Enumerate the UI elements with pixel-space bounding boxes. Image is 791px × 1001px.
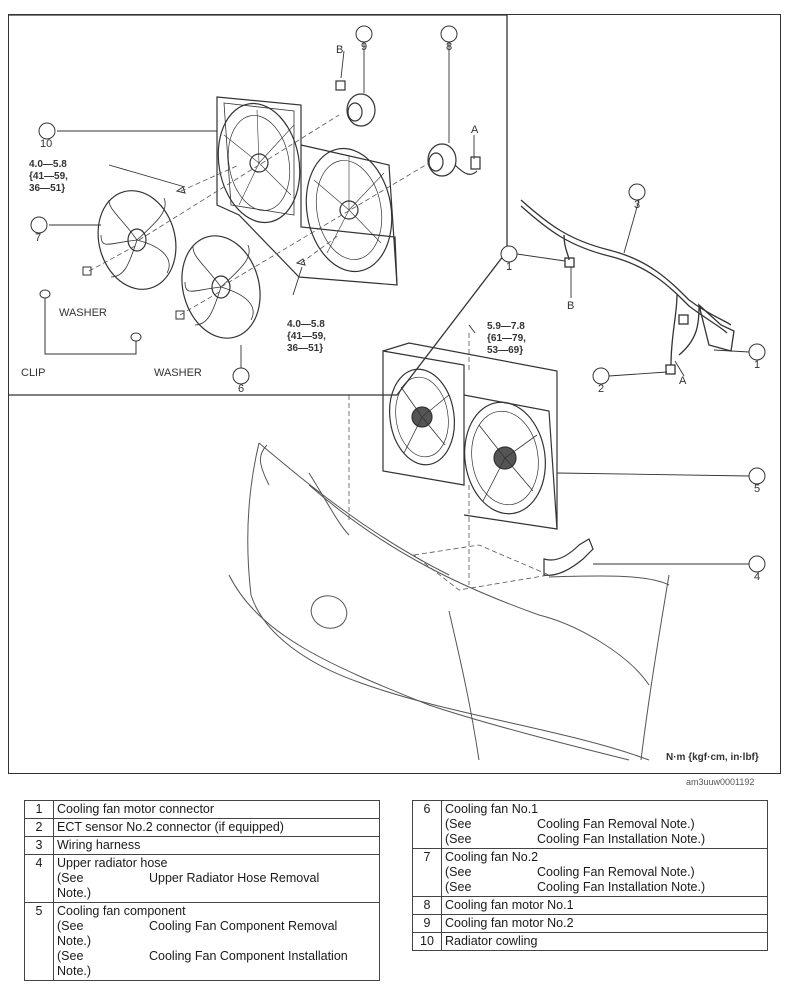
leader-lines <box>49 42 750 565</box>
callout-10: 10 <box>40 138 53 150</box>
cooling-fan-component-shape <box>382 342 558 530</box>
fan-motor-1-shape <box>427 143 481 177</box>
fan-2-shape <box>97 190 177 290</box>
callout-4: 4 <box>754 571 761 583</box>
upper-radiator-hose-shape <box>543 538 594 576</box>
torque-units: N·m {kgf·cm, in·lbf} <box>666 752 759 763</box>
table-row: 1 Cooling fan motor connector <box>24 800 380 819</box>
fan-1-shape <box>181 235 261 339</box>
callout-2: 2 <box>598 383 605 395</box>
callout-1-right: 1 <box>754 359 761 371</box>
exploded-diagram <box>9 14 766 761</box>
see-link[interactable]: Cooling Fan Component Installation <box>149 949 348 963</box>
see-link[interactable]: Cooling Fan Installation Note.) <box>537 832 706 846</box>
callout-7: 7 <box>35 232 42 244</box>
diagram-frame: 10 7 6 9 8 3 1 1 2 5 4 B A B A WASHER WA… <box>8 14 781 774</box>
connector-b-harness: B <box>567 300 575 312</box>
torque-spec-3: 5.9—7.8 {61—79, 53—69} <box>487 321 526 356</box>
torque-spec-2: 4.0—5.8 {41—59, 36—51} <box>287 319 326 354</box>
connector-a-top: A <box>471 124 479 136</box>
table-row: 2 ECT sensor No.2 connector (if equipped… <box>24 818 380 837</box>
table-row: 9 Cooling fan motor No.2 <box>412 914 768 933</box>
label-washer-1: WASHER <box>59 307 107 319</box>
see-link[interactable]: Cooling Fan Removal Note.) <box>537 865 695 879</box>
vehicle-body-outline <box>228 442 670 761</box>
table-row: 10 Radiator cowling <box>412 932 768 951</box>
wiring-harness-shape <box>520 199 735 375</box>
see-link[interactable]: Cooling Fan Component Removal <box>149 919 338 933</box>
parts-table-left: 1 Cooling fan motor connector 2 ECT sens… <box>24 800 380 981</box>
callout-3: 3 <box>634 199 641 211</box>
see-link[interactable]: Cooling Fan Installation Note.) <box>537 880 706 894</box>
assembly-lines-inset <box>88 114 430 316</box>
assembly-lines-main <box>348 333 551 591</box>
clip-bracket <box>44 298 137 355</box>
table-row: 8 Cooling fan motor No.1 <box>412 896 768 915</box>
radiator-cowling-inset <box>216 96 398 286</box>
reference-code: am3uuw0001192 <box>686 777 755 787</box>
connector-a-harness: A <box>679 375 687 387</box>
inset-border <box>9 14 508 396</box>
callout-6: 6 <box>238 383 245 395</box>
connector-b-top: B <box>336 44 344 56</box>
callout-circles <box>30 25 766 573</box>
label-washer-2: WASHER <box>154 367 202 379</box>
callout-9: 9 <box>361 41 368 53</box>
callout-1-left: 1 <box>506 261 513 273</box>
see-link[interactable]: Upper Radiator Hose Removal <box>149 871 320 885</box>
torque-spec-1: 4.0—5.8 {41—59, 36—51} <box>29 159 68 194</box>
fan-motor-2-shape <box>335 80 376 127</box>
see-link[interactable]: Cooling Fan Removal Note.) <box>537 817 695 831</box>
callout-8: 8 <box>446 41 453 53</box>
table-row: 3 Wiring harness <box>24 836 380 855</box>
callout-5: 5 <box>754 483 761 495</box>
label-clip: CLIP <box>21 367 46 379</box>
